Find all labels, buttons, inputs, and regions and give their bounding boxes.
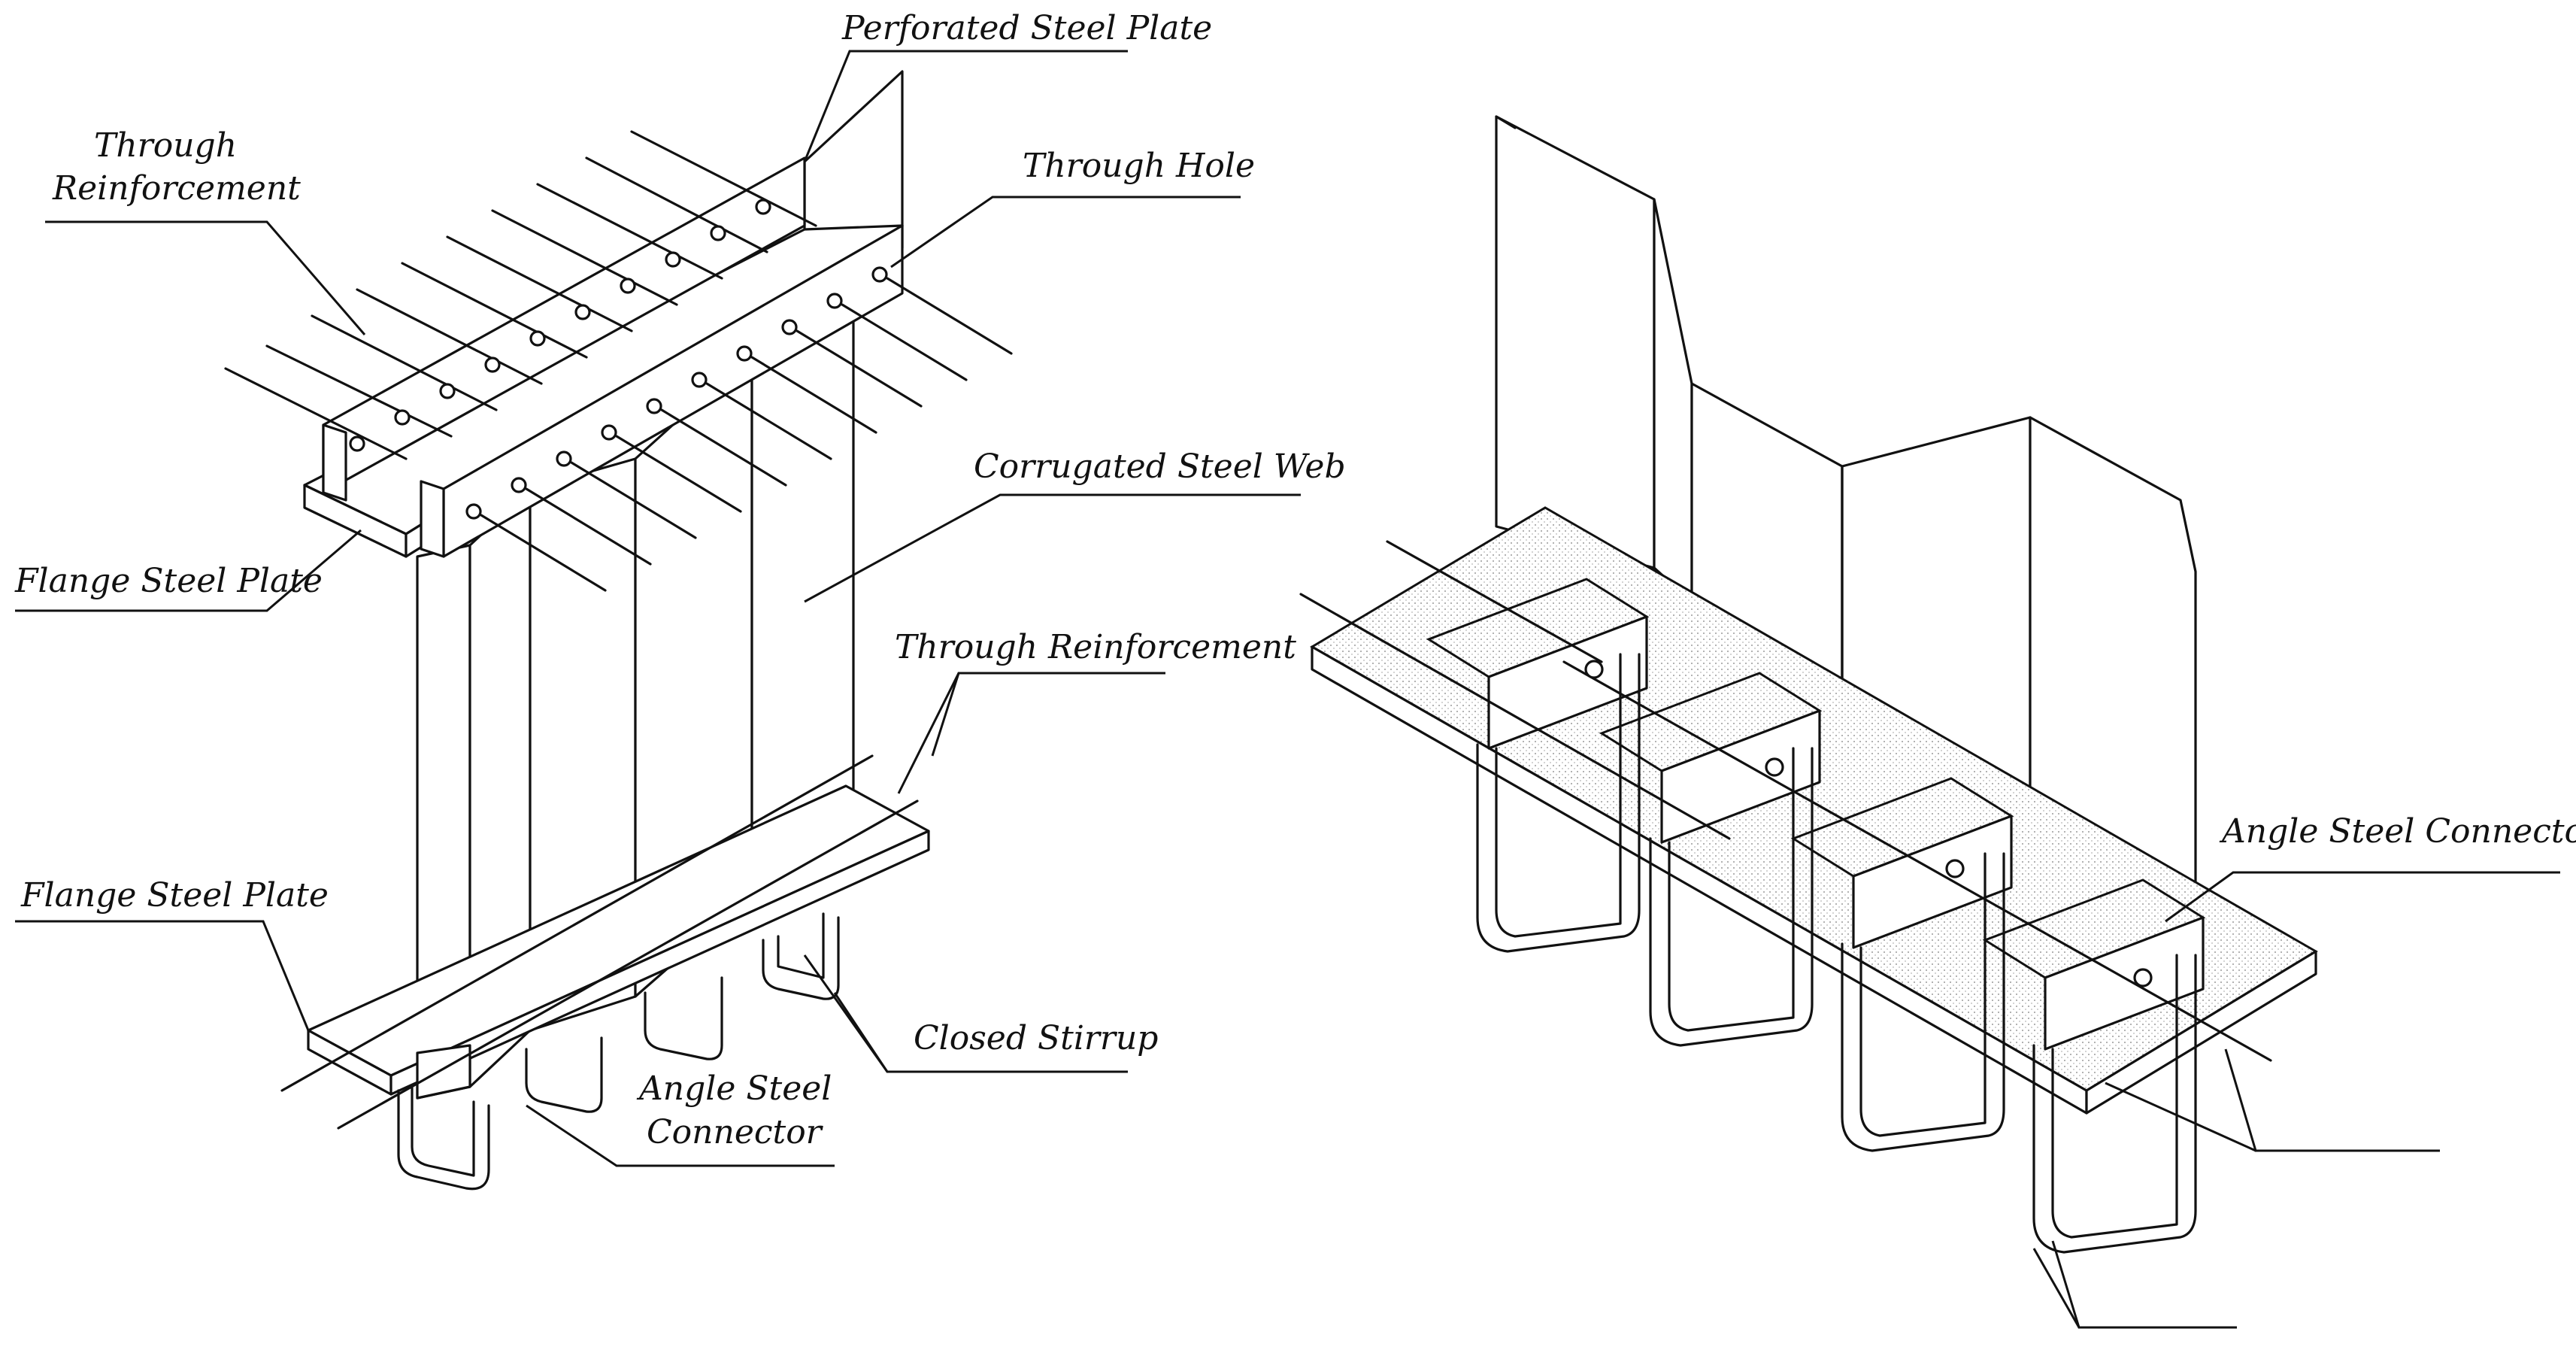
perforated-steel-plate	[322, 156, 904, 558]
right-corrugated-web	[1495, 115, 2197, 927]
label-through-reinforcement-top-line1: Through	[94, 126, 237, 165]
label-through-reinforcement-mid: Through Reinforcement	[895, 628, 1296, 666]
label-angle-steel-connector-right: Angle Steel Connector	[2219, 812, 2576, 851]
left-leader-lines	[15, 50, 1301, 1167]
top-through-reinforcement	[224, 130, 1013, 592]
label-flange-steel-plate-bottom: Flange Steel Plate	[20, 876, 329, 915]
right-leader-lines	[2032, 871, 2560, 1329]
flange-steel-plate-bottom	[307, 784, 930, 1100]
right-figure-drawing: Angle Steel Connector	[1299, 115, 2576, 1329]
label-perforated-steel-plate: Perforated Steel Plate	[841, 9, 1212, 47]
closed-stirrups	[397, 912, 840, 1191]
bottom-through-reinforcement	[280, 754, 919, 1130]
label-closed-stirrup: Closed Stirrup	[914, 1019, 1158, 1057]
label-corrugated-steel-web: Corrugated Steel Web	[974, 447, 1346, 486]
right-closed-stirrups	[1476, 653, 2197, 1254]
through-holes	[349, 199, 888, 520]
left-figure-drawing: Perforated Steel Plate Through Reinforce…	[14, 9, 1346, 1191]
right-angle-steel-connectors	[1426, 578, 2206, 1051]
label-angle-steel-connector-line1: Angle Steel	[636, 1069, 832, 1108]
left-labels: Perforated Steel Plate Through Reinforce…	[14, 9, 1346, 1151]
label-flange-steel-plate-top: Flange Steel Plate	[14, 562, 323, 600]
right-labels: Angle Steel Connector	[2219, 812, 2576, 851]
label-through-hole: Through Hole	[1023, 147, 1255, 185]
label-angle-steel-connector-line2: Connector	[647, 1113, 824, 1151]
right-through-reinforcement	[1299, 540, 2272, 1062]
label-through-reinforcement-top-line2: Reinforcement	[52, 169, 301, 208]
